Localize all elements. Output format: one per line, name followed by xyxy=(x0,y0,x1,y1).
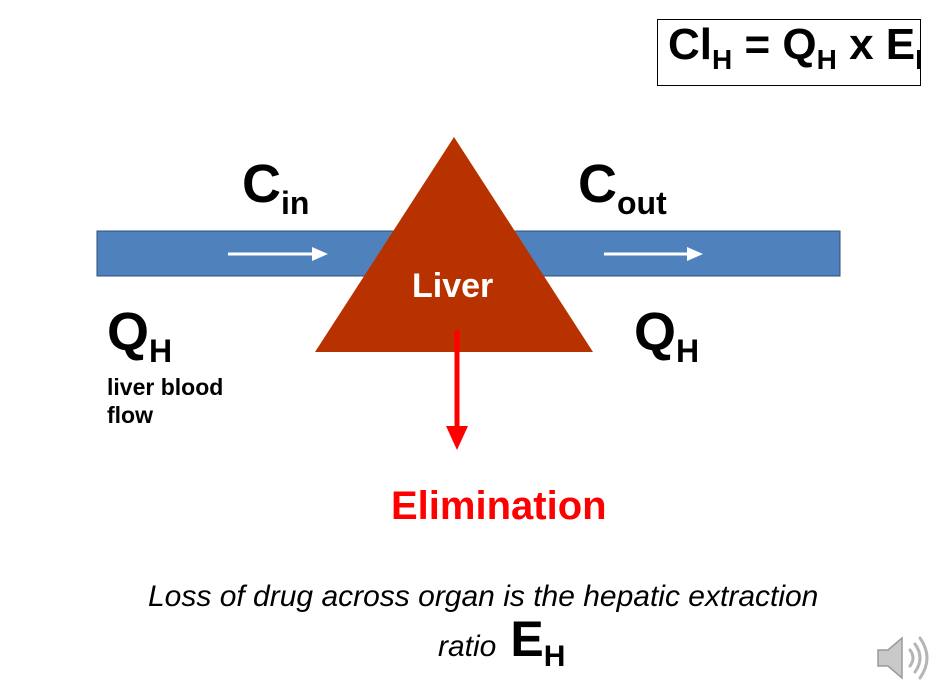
qh-left-label: QH xyxy=(107,302,172,367)
clearance-formula: ClH = QH x EH xyxy=(668,20,920,74)
c-in-symbol: C xyxy=(242,154,281,214)
formula-q-subscript: H xyxy=(816,44,837,75)
c-in-subscript: in xyxy=(281,185,310,221)
caption-line-1: Loss of drug across organ is the hepatic… xyxy=(148,580,819,613)
formula-equals: = xyxy=(732,20,783,69)
liver-label: Liver xyxy=(412,267,494,305)
caption-eh-symbol: EH xyxy=(510,611,565,673)
caption-e: E xyxy=(510,611,544,667)
speaker-icon[interactable] xyxy=(872,628,936,688)
qh-right-symbol: Q xyxy=(634,302,677,362)
formula-cl-subscript: H xyxy=(712,44,733,75)
caption-ratio-word: ratio xyxy=(438,630,497,663)
c-out-subscript: out xyxy=(617,185,667,221)
formula-cl: Cl xyxy=(668,20,712,69)
clearance-formula-box: ClH = QH x EH xyxy=(657,19,921,86)
flow-arrow-in xyxy=(228,247,328,261)
flow-note-line-2: flow xyxy=(107,402,153,428)
qh-left-symbol: Q xyxy=(107,302,150,362)
elimination-arrow xyxy=(446,330,468,450)
formula-times: x xyxy=(836,20,886,69)
c-in-label: Cin xyxy=(242,154,309,219)
caption-e-subscript: H xyxy=(543,640,566,673)
formula-e: E xyxy=(885,20,916,69)
formula-e-subscript: H xyxy=(915,44,920,75)
formula-q: Q xyxy=(782,20,817,69)
flow-arrow-out xyxy=(604,247,703,261)
qh-left-subscript: H xyxy=(149,333,173,369)
c-out-label: Cout xyxy=(578,154,667,219)
liver-triangle xyxy=(315,137,593,352)
qh-right-subscript: H xyxy=(676,333,700,369)
flow-note-line-1: liver blood xyxy=(107,374,224,400)
elimination-label: Elimination xyxy=(391,484,607,528)
liver-blood-flow-note: liver blood flow xyxy=(107,373,223,429)
qh-right-label: QH xyxy=(634,302,699,367)
caption-line-2: ratio EH xyxy=(438,610,565,673)
c-out-symbol: C xyxy=(578,154,617,214)
